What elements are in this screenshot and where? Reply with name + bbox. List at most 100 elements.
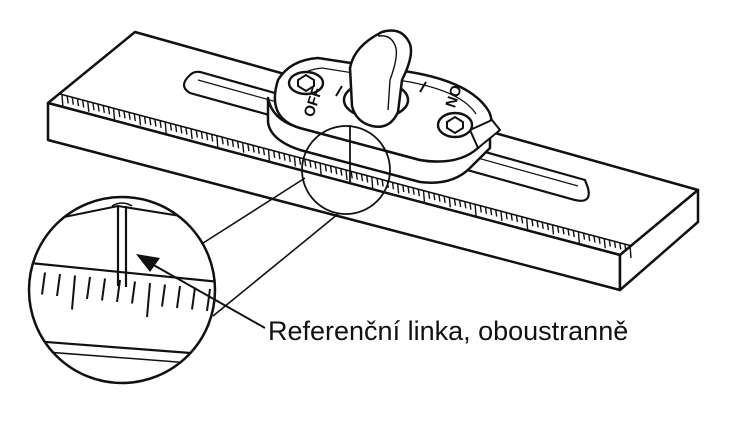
scale-tick xyxy=(603,238,606,249)
scale-tick xyxy=(66,96,69,104)
scale-tick xyxy=(87,101,90,112)
scale-tick xyxy=(340,168,343,176)
scale-tick xyxy=(396,183,400,194)
scale-tick xyxy=(319,163,322,177)
scale-tick xyxy=(262,148,266,156)
scale-tick xyxy=(588,234,591,242)
scale-tick xyxy=(226,138,229,146)
scale-tick xyxy=(417,189,420,197)
magnified-scale-tick xyxy=(56,273,61,297)
scale-tick xyxy=(500,210,503,221)
scale-tick xyxy=(531,219,534,227)
scale-tick xyxy=(608,239,611,247)
scale-tick xyxy=(613,240,617,248)
scale-tick xyxy=(557,225,560,233)
scale-tick xyxy=(520,216,524,224)
scale-tick xyxy=(443,195,446,203)
scale-tick xyxy=(257,146,260,154)
scale-tick xyxy=(71,97,74,105)
magnified-scale-tick xyxy=(146,282,151,318)
magnified-scale-tick xyxy=(101,278,106,301)
scale-tick xyxy=(546,223,550,231)
scale-tick xyxy=(577,231,581,245)
magnified-scale-tick xyxy=(86,276,91,300)
scale-tick xyxy=(489,208,493,216)
scale-tick xyxy=(288,154,291,163)
detail-circle xyxy=(301,125,391,215)
scale-ticks xyxy=(61,94,632,259)
scale-tick xyxy=(572,229,575,238)
callout-arrow xyxy=(136,254,266,329)
scale-tick xyxy=(458,199,462,208)
position-tick xyxy=(419,81,427,93)
scale-tick xyxy=(267,149,271,163)
magnified-scale-tick xyxy=(71,275,76,310)
scale-tick xyxy=(355,172,358,180)
scale-tick xyxy=(123,111,126,119)
scale-tick xyxy=(562,227,565,235)
scale-tick xyxy=(541,221,544,229)
scale-tick xyxy=(138,115,142,126)
scale-tick xyxy=(195,130,198,138)
scale-tick xyxy=(242,142,245,153)
scale-tick xyxy=(112,108,116,122)
scale-tick xyxy=(247,144,250,152)
scale-tick xyxy=(298,157,302,165)
scale-tick xyxy=(169,123,173,131)
scale-tick xyxy=(619,242,622,250)
scale-tick xyxy=(309,160,312,168)
scale-tick xyxy=(427,191,431,199)
scale-tick xyxy=(216,135,219,149)
scale-tick xyxy=(366,175,369,183)
connector-line xyxy=(212,213,339,317)
scale-tick xyxy=(629,244,632,259)
scale-tick xyxy=(412,187,415,195)
scale-tick xyxy=(510,213,513,221)
scale-tick xyxy=(61,94,64,109)
scale-tick xyxy=(231,139,235,148)
scale-tick xyxy=(407,186,410,194)
scale-tick xyxy=(236,141,240,149)
scale-tick xyxy=(154,119,157,127)
scale-tick xyxy=(422,190,426,204)
scale-tick xyxy=(464,201,467,209)
scale-tick xyxy=(118,109,121,118)
magnified-scale-tick xyxy=(131,281,136,304)
reference-line-callout: Referenční linka, oboustranně xyxy=(268,316,628,346)
switch-label-on: ON xyxy=(441,83,464,110)
scale-tick xyxy=(278,152,281,160)
scale-tick xyxy=(474,204,477,218)
magnified-scale-tick xyxy=(41,272,46,295)
scale-tick xyxy=(211,134,214,142)
scale-tick xyxy=(381,179,384,187)
connector-line xyxy=(199,177,306,246)
scale-tick xyxy=(102,105,105,113)
scale-tick xyxy=(190,129,193,140)
scale-tick xyxy=(350,171,353,179)
right-screw-icon xyxy=(436,111,474,139)
scale-tick xyxy=(180,126,183,134)
scale-tick xyxy=(293,156,297,167)
magnified-view xyxy=(27,195,217,385)
scale-tick xyxy=(479,205,482,213)
scale-tick xyxy=(453,198,457,206)
scale-tick xyxy=(252,145,255,153)
scale-tick xyxy=(82,100,85,108)
scale-tick xyxy=(185,127,188,135)
scale-tick xyxy=(433,193,436,201)
scale-tick xyxy=(205,133,209,141)
scale-tick xyxy=(536,220,539,228)
scale-tick xyxy=(149,118,152,126)
scale-tick xyxy=(159,120,162,128)
magnified-scale-tick xyxy=(161,284,166,307)
scale-tick xyxy=(92,103,95,111)
scale-tick xyxy=(551,224,555,235)
scale-tick xyxy=(402,184,405,193)
magnified-scale-tick xyxy=(191,287,196,310)
scale-tick xyxy=(598,236,601,244)
scale-tick xyxy=(143,116,147,124)
position-tick xyxy=(335,85,343,97)
scale-tick xyxy=(304,159,307,167)
